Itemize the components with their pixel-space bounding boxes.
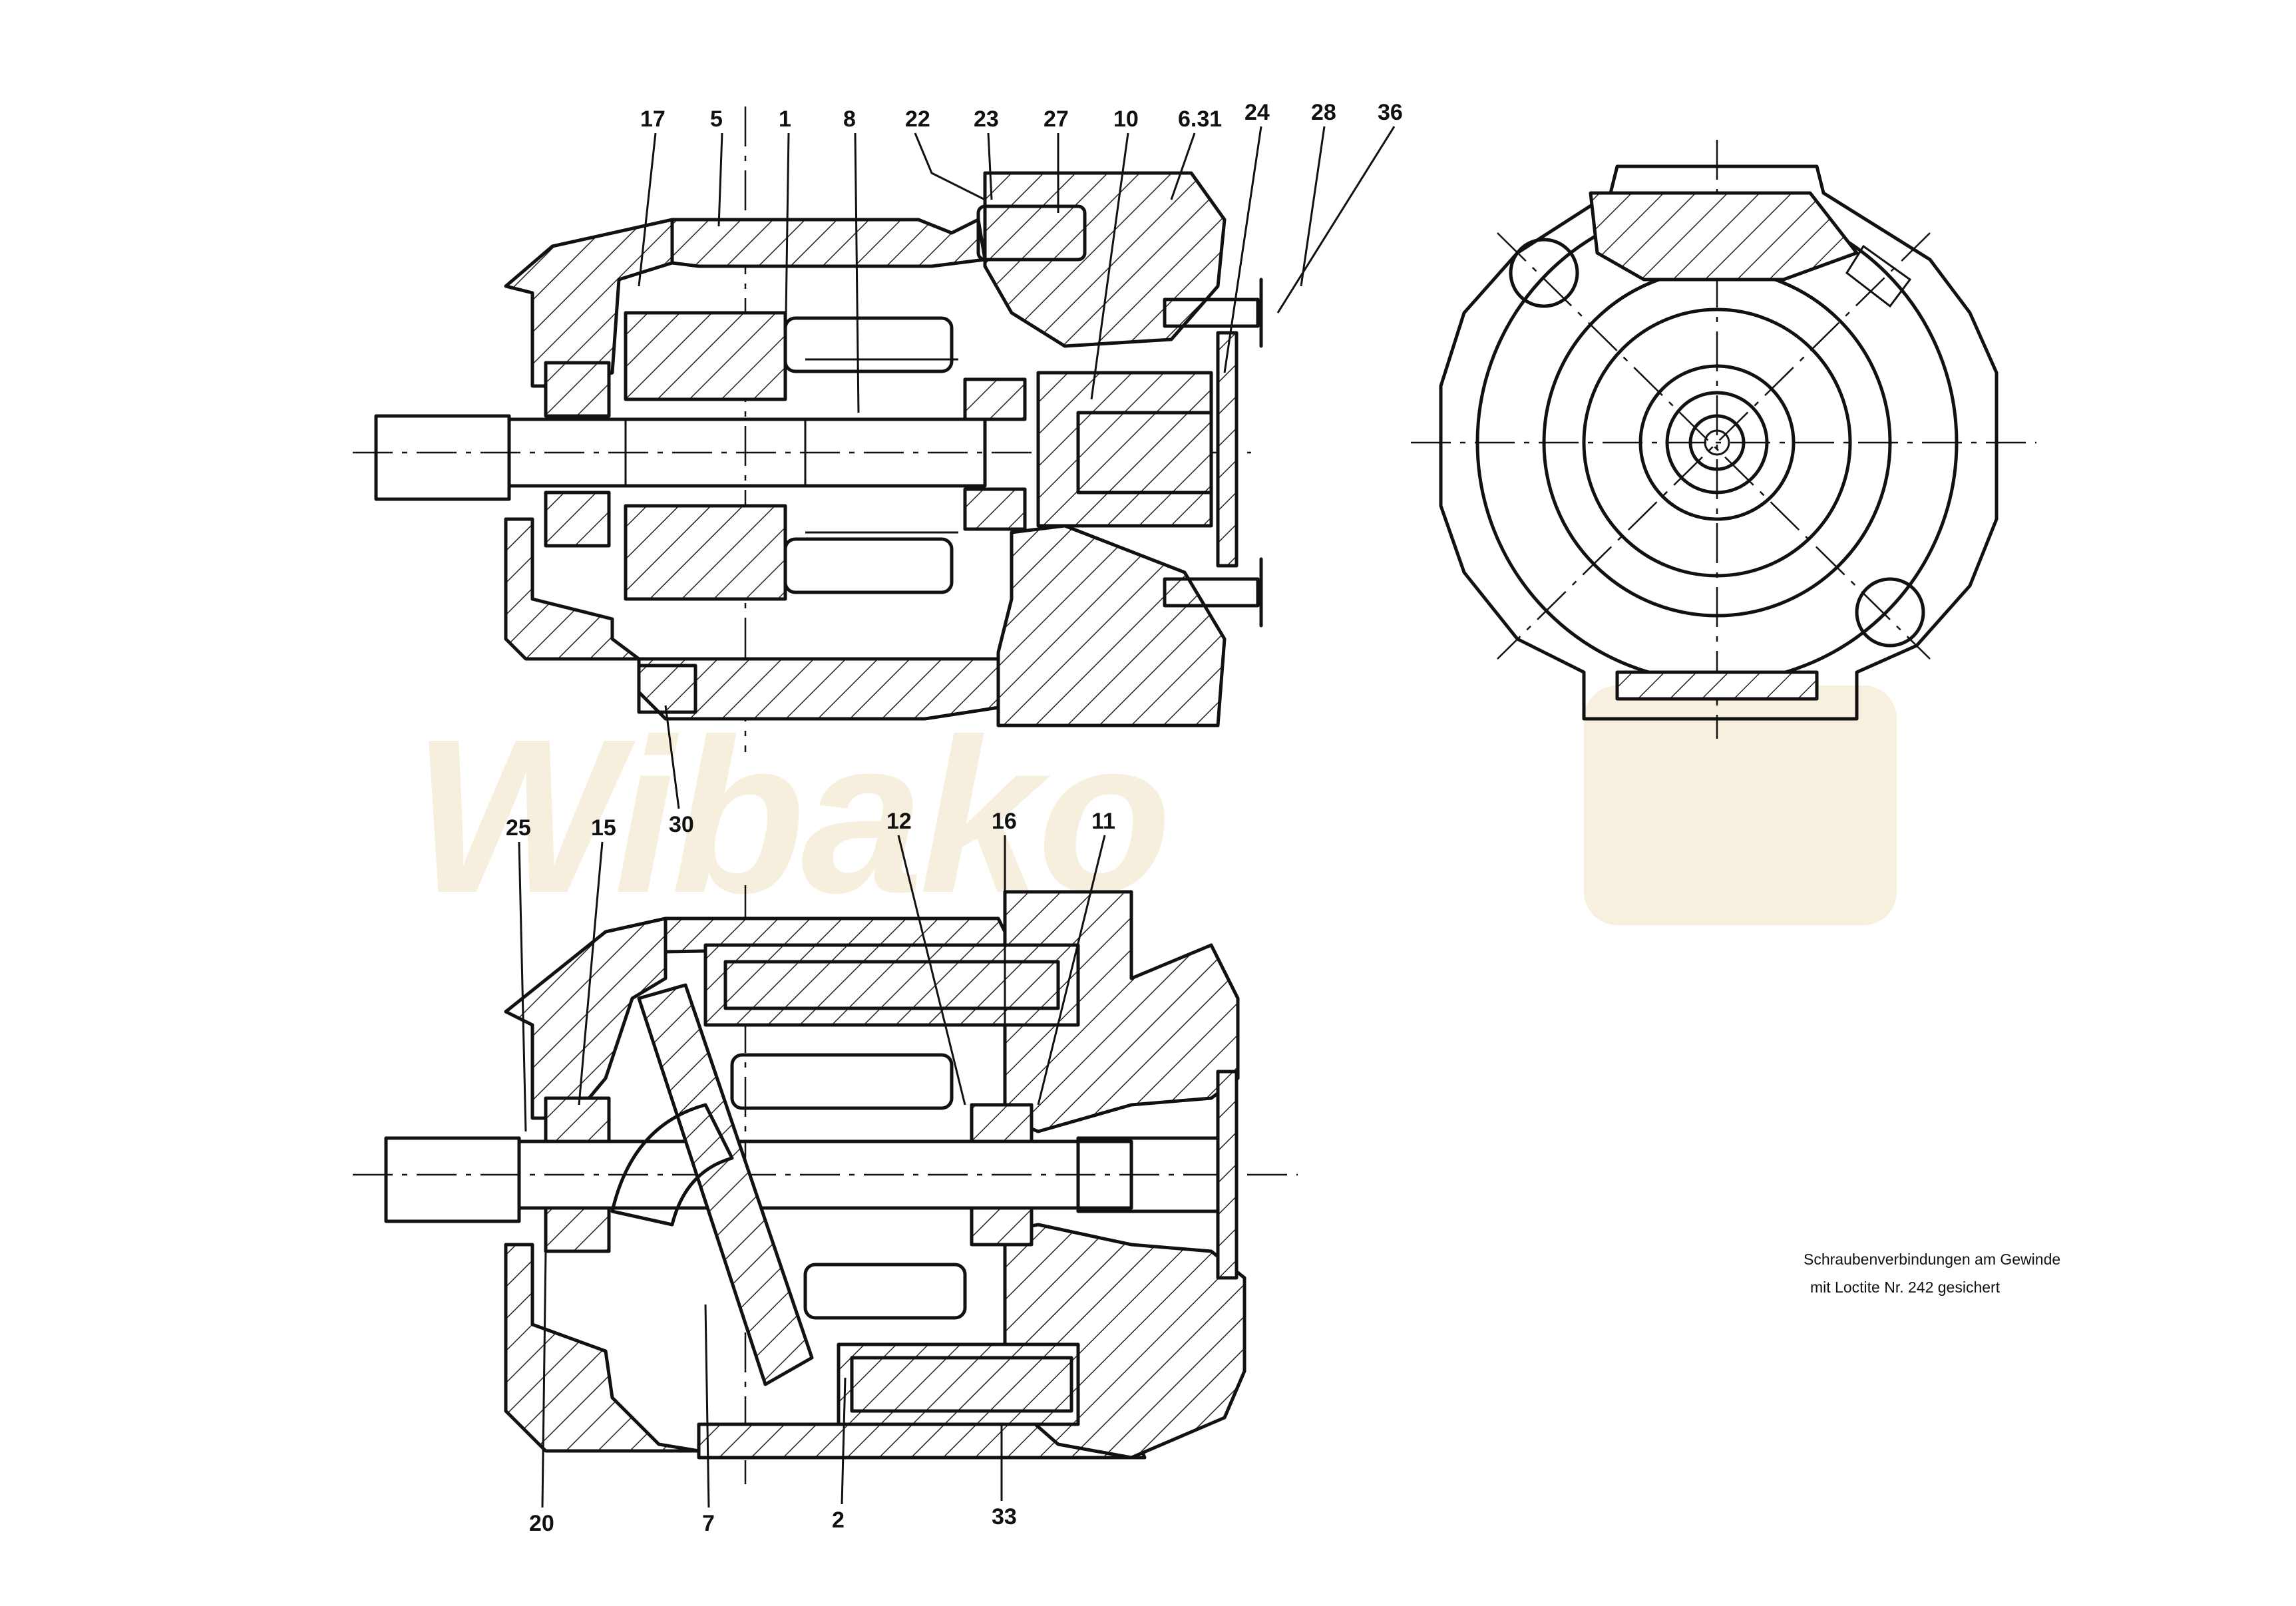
bottom-front-bearing-upper xyxy=(544,1096,611,1143)
label-33: 33 xyxy=(992,1504,1017,1529)
input-shaft-bottom xyxy=(384,1136,521,1223)
control-piston-top xyxy=(723,960,1060,1010)
end-view xyxy=(1411,140,2036,739)
label-22: 22 xyxy=(905,106,930,132)
end-view-port xyxy=(1845,244,1912,308)
bottom-rear-bearing-lower xyxy=(970,1206,1034,1247)
cylinder-block-lower xyxy=(624,504,787,601)
note-line-1: Schraubenverbindungen am Gewinde xyxy=(1804,1251,2060,1268)
front-bearing-lower xyxy=(544,491,611,548)
end-view-boss-bottom xyxy=(1615,670,1819,701)
bottom-section-view xyxy=(353,885,1298,1484)
piston-lower xyxy=(783,537,954,594)
upper-housing-shell xyxy=(670,218,987,268)
screw-upper xyxy=(1163,298,1260,328)
bottom-front-housing-upper xyxy=(504,916,668,1120)
label-30: 30 xyxy=(669,812,694,837)
note-line-2: mit Loctite Nr. 242 gesichert xyxy=(1810,1279,2001,1296)
rear-cover-lower xyxy=(996,524,1227,727)
front-bearing-upper xyxy=(544,361,611,418)
piston-upper xyxy=(783,316,954,373)
label-10: 10 xyxy=(1113,106,1139,132)
label-27: 27 xyxy=(1044,106,1069,132)
label-6-31: 6.31 xyxy=(1178,106,1222,132)
label-8: 8 xyxy=(843,106,856,132)
label-16: 16 xyxy=(992,809,1017,834)
bottom-piston-lower xyxy=(803,1263,967,1320)
end-view-housing-outline xyxy=(1439,164,1999,721)
bottom-piston-upper xyxy=(730,1053,954,1110)
label-28: 28 xyxy=(1311,100,1336,125)
label-25: 25 xyxy=(506,815,531,841)
bottom-view-labels: 25 15 12 16 11 20 7 2 33 xyxy=(506,809,1115,1536)
cradle-bearing xyxy=(610,1103,734,1227)
label-5: 5 xyxy=(710,106,723,132)
label-36: 36 xyxy=(1378,100,1403,125)
fitting-27 xyxy=(976,204,1087,262)
mounting-hole-lower-right xyxy=(1855,577,1925,648)
top-section-view xyxy=(353,106,1263,752)
end-view-boss-top xyxy=(1589,191,1859,282)
label-1: 1 xyxy=(779,106,791,132)
top-view-labels: 17 5 1 8 22 23 27 10 6.31 24 28 36 30 xyxy=(638,100,1403,837)
end-cover-plate xyxy=(1216,331,1239,568)
label-2: 2 xyxy=(832,1507,845,1533)
main-shaft-bottom xyxy=(517,1139,1133,1210)
label-15: 15 xyxy=(591,815,616,841)
watermark: Wibako xyxy=(413,686,1897,938)
label-20: 20 xyxy=(529,1511,554,1536)
valve-plate-block xyxy=(1036,371,1213,528)
rear-bearing-lower xyxy=(963,487,1027,531)
label-12: 12 xyxy=(886,809,912,834)
front-housing-lower xyxy=(504,517,641,661)
rear-bearing-upper xyxy=(963,377,1027,421)
cylinder-block-upper xyxy=(624,311,787,401)
front-housing-upper xyxy=(504,218,674,388)
bottom-front-housing-lower xyxy=(504,1243,701,1453)
mounting-hole-upper-left xyxy=(1509,238,1579,308)
screw-lower xyxy=(1163,577,1260,608)
main-shaft-top xyxy=(507,417,987,488)
bottom-end-plate xyxy=(1216,1070,1239,1280)
bottom-rear-bearing-upper xyxy=(970,1103,1034,1143)
control-piston-bottom xyxy=(850,1356,1073,1413)
label-24: 24 xyxy=(1244,100,1270,125)
label-23: 23 xyxy=(974,106,999,132)
swash-plate xyxy=(637,983,814,1386)
input-shaft-top xyxy=(374,414,511,501)
control-piston-housing-top xyxy=(703,943,1080,1027)
control-piston-housing-bottom xyxy=(837,1342,1080,1426)
label-11: 11 xyxy=(1091,809,1115,834)
label-7: 7 xyxy=(702,1511,715,1536)
bottom-front-bearing-lower xyxy=(544,1206,611,1253)
loctite-note: Schraubenverbindungen am Gewinde mit Loc… xyxy=(1804,1251,2060,1296)
label-17: 17 xyxy=(640,106,666,132)
spring-guide xyxy=(805,358,958,534)
